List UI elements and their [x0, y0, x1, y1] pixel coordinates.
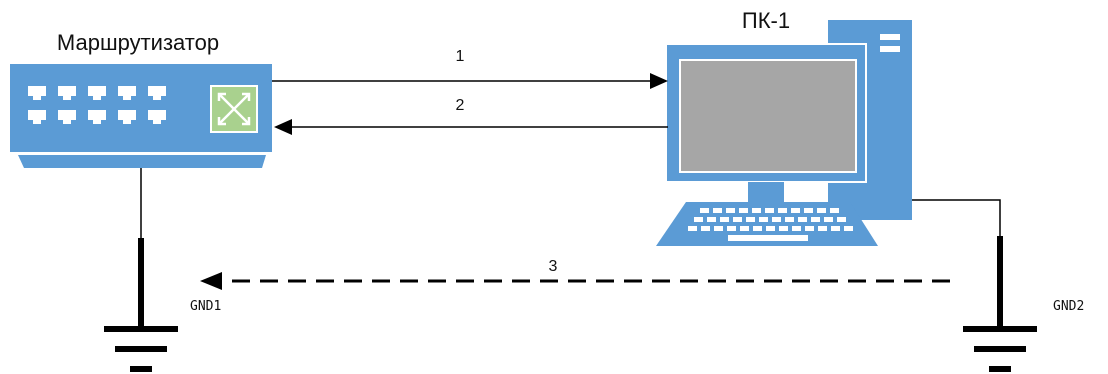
- connection-2-label: 2: [456, 97, 465, 114]
- connection-1-label: 1: [456, 48, 465, 65]
- pc-screen: [679, 59, 857, 173]
- router-ports: [28, 86, 166, 124]
- router: [10, 64, 272, 168]
- connection-3: [200, 272, 950, 290]
- pc: [656, 20, 912, 246]
- monitor-stand: [748, 182, 784, 202]
- connection-3-label: 3: [549, 258, 558, 275]
- connection-1: [272, 73, 668, 89]
- tower-drive-1: [880, 34, 900, 40]
- tower-drive-2: [880, 46, 900, 52]
- keyboard-keys: [688, 208, 853, 241]
- pc-label: ПК-1: [742, 8, 790, 33]
- ground-2: [912, 199, 1037, 372]
- switch-icon: [210, 85, 258, 133]
- ground-1-label: GND1: [190, 299, 221, 314]
- router-label: Маршрутизатор: [57, 30, 219, 55]
- ground-1: [104, 168, 178, 372]
- ground-2-label: GND2: [1053, 299, 1084, 314]
- router-base: [18, 155, 266, 168]
- connection-2: [274, 119, 668, 135]
